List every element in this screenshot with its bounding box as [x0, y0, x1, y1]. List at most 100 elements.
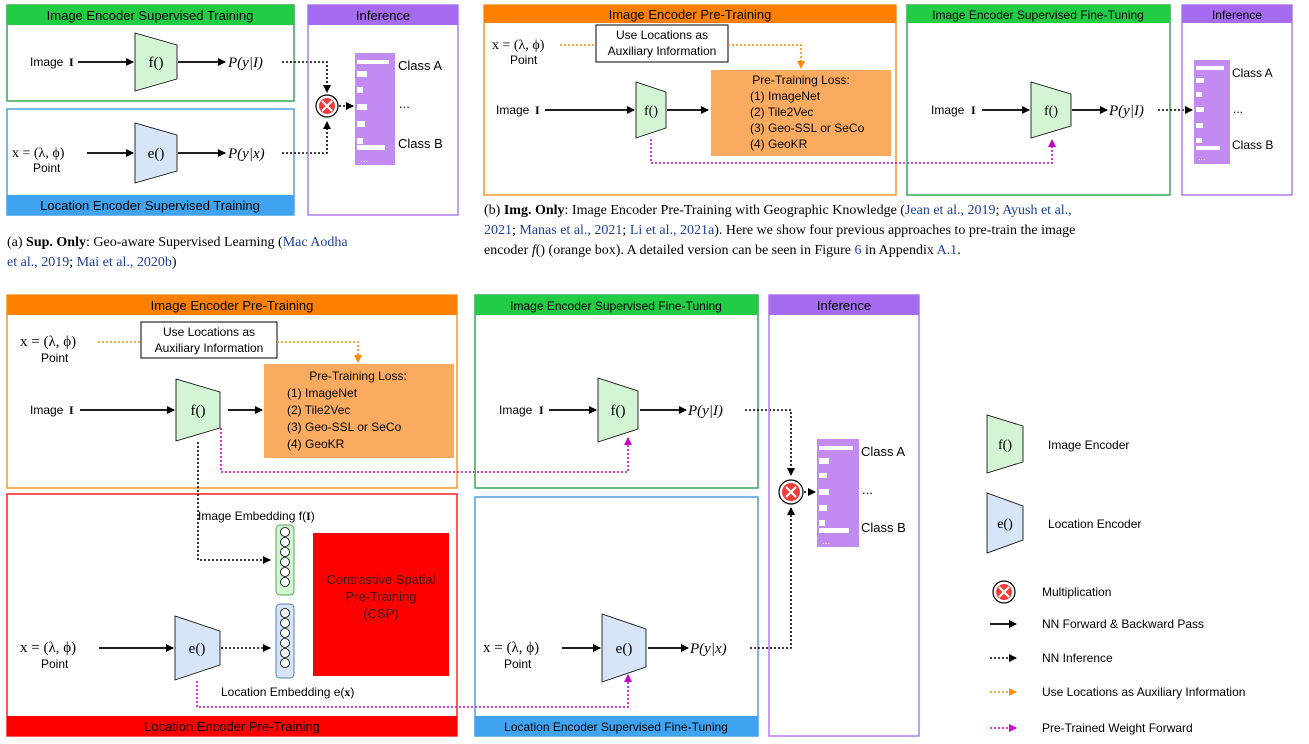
c-csp-box [313, 533, 449, 676]
c2-image-label: Image [499, 403, 533, 417]
histogram-bars [357, 60, 389, 150]
c-aux-info-box [140, 321, 278, 359]
c2-image-encoder-f [597, 377, 639, 443]
panel-a-inference-title: Inference [356, 8, 410, 23]
c2-p-y-given-location: P(y|x) [689, 641, 727, 657]
c-location-pretrain-title-bar [7, 716, 457, 736]
multiplication-icon [315, 94, 339, 118]
c-csp-line2: Pre-Training [345, 589, 416, 604]
caption-a: (a) Sup. Only: Geo-aware Supervised Lear… [7, 235, 348, 270]
legend-location-encoder-icon [986, 492, 1024, 554]
b-aux-info-box [595, 24, 729, 63]
c-image-finetune-title-bar [475, 295, 758, 315]
c-image-encoder-f [175, 378, 221, 442]
p-y-given-image: P(y|I) [227, 55, 263, 71]
f-label: f() [149, 55, 164, 71]
panel-b-finetune-title: Image Encoder Supervised Fine-Tuning [932, 8, 1144, 22]
legend-image-encoder-icon [986, 414, 1024, 474]
b-histogram-bars [1196, 66, 1224, 150]
c-loc-point-label: Point [41, 657, 69, 671]
c-location-finetune-title: Location Encoder Supervised Fine-Tuning [504, 720, 728, 734]
c-histogram-ellipsis: ... [822, 536, 830, 547]
p-y-given-location: P(y|x) [227, 146, 265, 162]
legend-forward-label: NN Forward & Backward Pass [1042, 617, 1204, 631]
c-e-label: e() [189, 641, 206, 657]
class-ellipsis: ... [399, 96, 410, 111]
c-point-label: Point [41, 351, 69, 365]
legend-weight-label: Pre-Trained Weight Forward [1042, 721, 1193, 735]
panel-b-inference-title: Inference [1212, 8, 1262, 22]
legend-f-label: f() [998, 438, 1012, 453]
c-loc-input: x = (λ, ϕ) [20, 640, 76, 656]
c-multiplication-icon [778, 479, 804, 505]
c-location-embedding-neurons [280, 608, 290, 668]
c2-point-label: Point [504, 657, 532, 671]
b2-image-label: Image [931, 103, 965, 117]
c-location-embedding-label: Location Embedding e(x) [221, 685, 354, 699]
b-class-b-label: Class B [1232, 138, 1273, 152]
c-location-input: x = (λ, ϕ) [20, 334, 76, 350]
c-loss-item: (4) GeoKR [287, 437, 345, 451]
panel-b: Image Encoder Pre-Training x = (λ, ϕ) Po… [483, 4, 1293, 196]
b-class-ellipsis: ... [1233, 102, 1243, 116]
c-inference-arrow-location [750, 507, 795, 649]
c-loss-item: (2) Tile2Vec [287, 403, 350, 417]
c-weight-forward-arrow-location [196, 674, 632, 708]
c2-location-encoder-e [601, 613, 647, 683]
histogram-ellipsis: ... [360, 154, 368, 165]
b-image-encoder-f [635, 81, 667, 139]
b-weight-forward-arrow [650, 139, 1056, 164]
image-label: Image [30, 55, 64, 69]
legend: f() Image Encoder e() Location Encoder M… [986, 414, 1245, 735]
c2-e-label: e() [616, 641, 633, 657]
c-image-label: Image [30, 403, 64, 417]
b-aux-arrow [728, 44, 805, 69]
inference-arrow-image [282, 61, 331, 93]
b-pretrain-loss-box [711, 70, 891, 156]
b-loss-item: (1) ImageNet [750, 89, 821, 103]
c-loss-item: (3) Geo-SSL or SeCo [287, 420, 402, 434]
c-pretrain-title-bar [7, 295, 457, 315]
c-location-encoder-e [174, 615, 221, 681]
c-histogram-bars [819, 446, 853, 533]
c-inference-title-bar [769, 295, 919, 315]
b-location-input: x = (λ, ϕ) [492, 38, 545, 53]
c-aux-line2: Auxiliary Information [155, 341, 264, 355]
c-class-a-label: Class A [861, 444, 905, 459]
c-inference-arrow-image [745, 409, 795, 476]
c-pretrain-title: Image Encoder Pre-Training [151, 298, 314, 313]
panel-a-location-title-bar [7, 195, 294, 215]
location-encoder-e [134, 122, 178, 184]
c-inference-title: Inference [817, 298, 871, 313]
legend-e-label: e() [997, 517, 1013, 532]
b-loss-item: (2) Tile2Vec [750, 105, 813, 119]
c-image-embedding-label: Image Embedding f(I) [198, 509, 315, 523]
c-loss-title: Pre-Training Loss: [309, 369, 407, 383]
panel-b-pretrain-title-bar [484, 5, 896, 23]
c-aux-arrow [277, 341, 362, 363]
b-loss-item: (3) Geo-SSL or SeCo [750, 121, 865, 135]
legend-aux-label: Use Locations as Auxiliary Information [1042, 685, 1245, 699]
c-loss-item: (1) ImageNet [287, 386, 358, 400]
legend-inference-label: NN Inference [1042, 651, 1113, 665]
b-image-symbol: I [535, 103, 540, 117]
c-aux-line1: Use Locations as [163, 325, 255, 339]
c-csp-line1: Contrastive Spatial [326, 572, 435, 587]
class-a-label: Class A [398, 58, 442, 73]
c2-p-y-given-image: P(y|I) [687, 403, 723, 419]
panel-b-inference-title-bar [1182, 5, 1292, 23]
b2-p-y-given-image: P(y|I) [1108, 103, 1144, 119]
legend-location-encoder-label: Location Encoder [1048, 517, 1141, 531]
legend-multiplication-icon [992, 580, 1016, 604]
class-b-label: Class B [398, 136, 443, 151]
image-symbol: I [69, 55, 74, 69]
c-class-b-label: Class B [861, 520, 906, 535]
c-class-ellipsis: ... [862, 482, 873, 497]
b-aux-line1: Use Locations as [616, 28, 708, 42]
location-input: x = (λ, ϕ) [12, 146, 65, 161]
panel-c: Image Encoder Pre-Training x = (λ, ϕ) Po… [6, 294, 920, 737]
b-point-label: Point [510, 53, 538, 67]
c-location-pretrain-title: Location Encoder Pre-Training [144, 719, 320, 734]
b2-image-symbol: I [971, 103, 976, 117]
